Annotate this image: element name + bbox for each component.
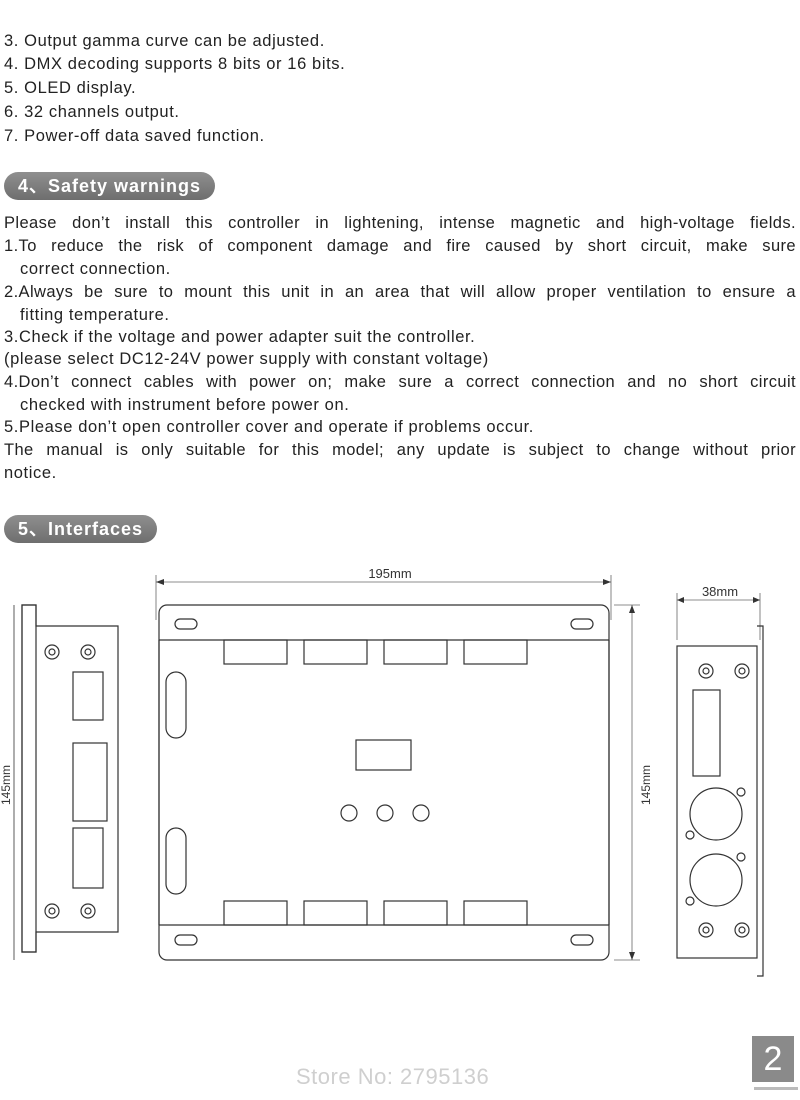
safety-item-4-cont: checked with instrument before power on. (20, 396, 350, 414)
section-heading-safety: 4、Safety warnings (4, 172, 216, 200)
page-number: 2 (752, 1036, 798, 1090)
feature-line-6: 6. 32 channels output. (4, 103, 180, 121)
safety-disclaimer-cont: notice. (4, 464, 57, 482)
xlr-connector-upper (689, 787, 743, 841)
feature-line-5: 5. OLED display. (4, 79, 137, 97)
safety-item-5: 5.Please don’t open controller cover and… (4, 418, 534, 436)
front-view (158, 604, 610, 961)
safety-intro: Please don’t install this controller in … (4, 214, 796, 232)
dim-label-width: 195mm (368, 566, 411, 581)
section-heading-interfaces: 5、Interfaces (4, 515, 158, 543)
feature-line-4: 4. DMX decoding supports 8 bits or 16 bi… (4, 55, 346, 73)
safety-item-3-note: (please select DC12-24V power supply wit… (4, 350, 489, 368)
safety-item-1-cont: correct connection. (20, 260, 171, 278)
left-side-view: 145mm (0, 604, 119, 960)
feature-line-3: 3. Output gamma curve can be adjusted. (4, 32, 325, 50)
safety-item-4: 4.Don’t connect cables with power on; ma… (4, 373, 796, 391)
right-side-view (676, 625, 764, 977)
safety-item-3: 3.Check if the voltage and power adapter… (4, 328, 476, 346)
xlr-connector-lower (689, 853, 743, 907)
dim-label-height-right: 145mm (639, 765, 653, 805)
safety-item-1: 1.To reduce the risk of component damage… (4, 237, 796, 255)
button-right (412, 804, 430, 822)
dim-width: 195mm (155, 566, 612, 620)
dim-label-depth: 38mm (702, 584, 738, 599)
button-left (340, 804, 358, 822)
safety-disclaimer: The manual is only suitable for this mod… (4, 441, 796, 459)
store-watermark: Store No: 2795136 (296, 1064, 490, 1089)
interfaces-drawing: 145mm 195mm (0, 566, 764, 977)
safety-item-2: 2.Always be sure to mount this unit in a… (4, 283, 796, 301)
button-middle (376, 804, 394, 822)
dim-height-right: 145mm (614, 604, 653, 961)
feature-line-7: 7. Power-off data saved function. (4, 127, 265, 145)
dim-depth: 38mm (676, 584, 761, 640)
oled-display (355, 739, 412, 771)
safety-item-2-cont: fitting temperature. (20, 306, 170, 324)
dim-label-height-left: 145mm (0, 765, 13, 805)
